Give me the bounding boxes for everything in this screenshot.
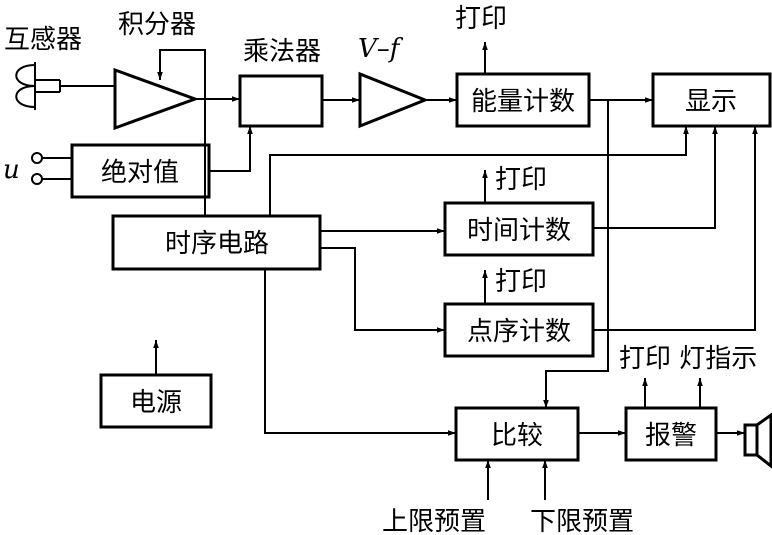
input-terminals — [31, 152, 72, 185]
label-print-point: 打印 — [495, 267, 547, 297]
label-vf: V–f — [358, 34, 404, 64]
wire-timing-display — [269, 126, 689, 216]
transformer-coil-icon — [15, 62, 115, 110]
label-energy-count: 能量计数 — [471, 87, 575, 117]
label-time-count: 时间计数 — [467, 216, 571, 246]
point-count-box — [443, 302, 595, 358]
label-display: 显示 — [685, 87, 737, 117]
label-print-time: 打印 — [495, 165, 547, 195]
label-multiplier: 乘法器 — [243, 37, 321, 67]
label-lower-preset: 下限预置 — [530, 507, 634, 535]
multiplier-box — [238, 74, 324, 128]
label-integrator: 积分器 — [118, 10, 196, 40]
integrator-amplifier — [113, 67, 200, 131]
wire-pointcount-display — [593, 126, 758, 331]
label-timing-circuit: 时序电路 — [165, 229, 269, 259]
integrator-feedback — [157, 49, 206, 99]
label-transformer: 互感器 — [4, 25, 82, 55]
power-box — [99, 373, 213, 429]
energy-count-box — [455, 72, 591, 128]
label-power: 电源 — [130, 388, 182, 418]
label-compare: 比较 — [491, 421, 543, 451]
time-count-box — [443, 201, 595, 257]
wire-abs-multiplier — [209, 126, 253, 172]
wire-timing-compare — [264, 269, 456, 436]
label-u: u — [3, 155, 20, 185]
label-upper-preset: 上限预置 — [382, 507, 486, 535]
label-print-top: 打印 — [455, 4, 507, 34]
label-alarm: 报警 — [645, 421, 697, 451]
wire-energy-compare — [543, 100, 609, 408]
speaker-icon — [743, 412, 772, 469]
label-point-count: 点序计数 — [467, 317, 571, 347]
compare-box — [454, 406, 580, 462]
label-abs-value: 绝对值 — [101, 158, 179, 188]
vf-converter — [358, 71, 430, 129]
label-print-lamp-indicator: 打印 灯指示 — [619, 344, 757, 374]
timing-circuit-box — [111, 214, 322, 271]
wire-timecount-display — [593, 126, 718, 229]
alarm-box — [624, 406, 718, 462]
wire-timing-pointcount — [320, 247, 445, 333]
